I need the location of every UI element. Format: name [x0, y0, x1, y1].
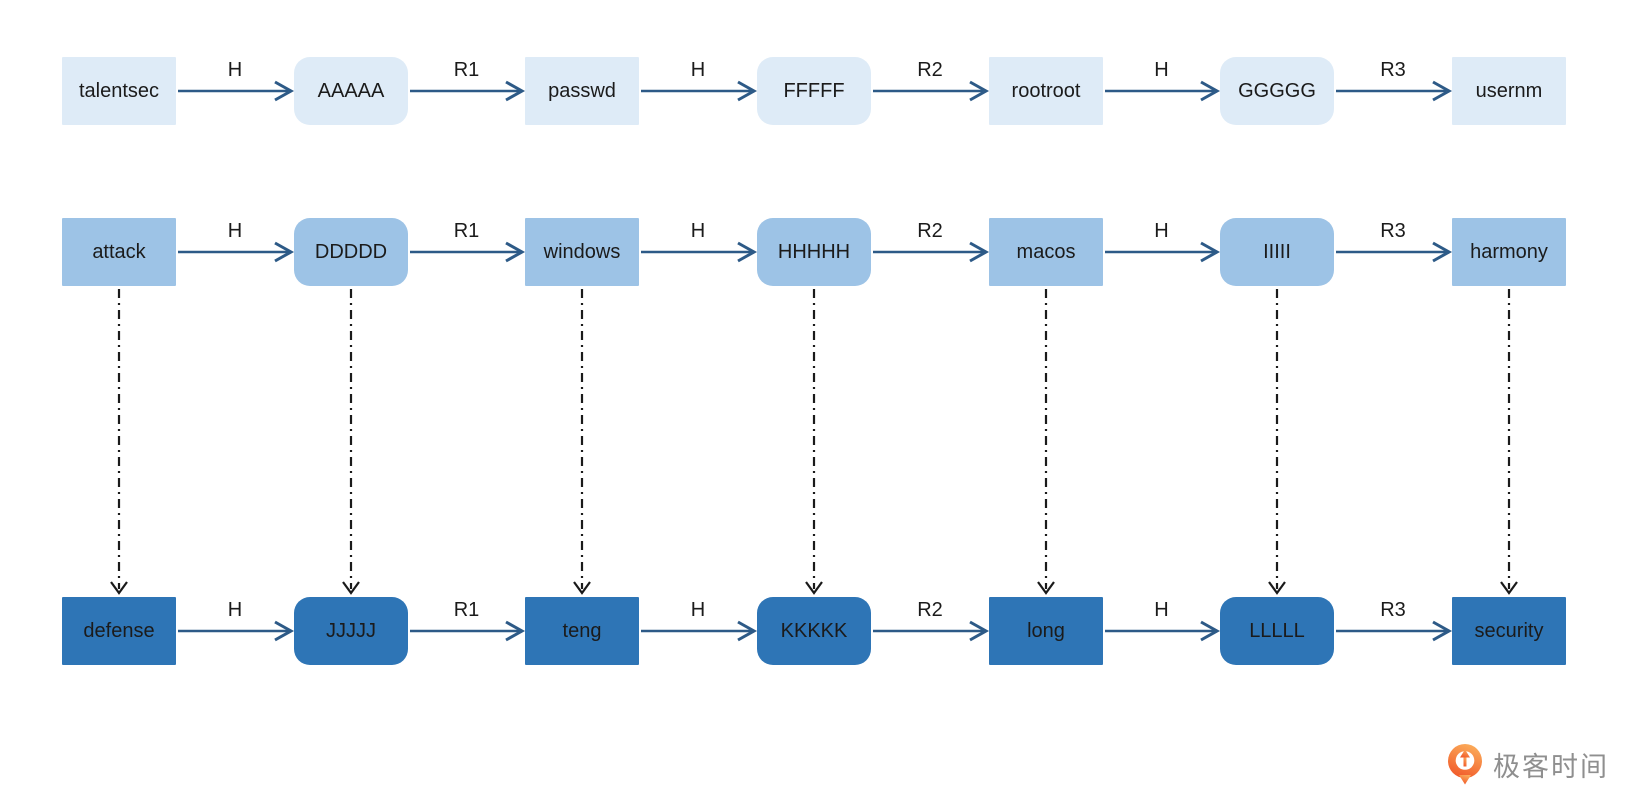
node-macos: macos [989, 218, 1103, 286]
node-attack: attack [62, 218, 176, 286]
edge-label: R3 [1380, 59, 1406, 81]
node-long: long [989, 597, 1103, 665]
edge-label: H [227, 220, 243, 242]
node-FFFFF: FFFFF [757, 57, 871, 125]
dashed-arrow-col2 [573, 289, 591, 595]
brand-logo: 极客时间 [1446, 743, 1609, 785]
dashed-arrow-col6 [1500, 289, 1518, 595]
brand-text: 极客时间 [1493, 751, 1609, 782]
edge-label: H [1154, 59, 1169, 81]
edge-label: H [1154, 220, 1169, 242]
arrow-row1-gap4 [1105, 241, 1221, 263]
node-usernm: usernm [1452, 57, 1566, 125]
node-passwd: passwd [525, 57, 639, 125]
node-security: security [1452, 597, 1566, 665]
arrow-row0-gap1 [410, 80, 526, 102]
edge-label: R1 [453, 599, 480, 621]
arrow-row1-gap5 [1336, 241, 1453, 263]
edge-label: H [690, 220, 706, 242]
dashed-arrow-col4 [1037, 289, 1055, 595]
dashed-arrow-col3 [805, 289, 823, 595]
edge-label: R2 [917, 599, 943, 621]
edge-label: R3 [1380, 220, 1406, 242]
arrow-row1-gap3 [873, 241, 990, 263]
node-IIIII: IIIII [1220, 218, 1334, 286]
edge-label: R2 [917, 220, 943, 242]
geektime-pin-icon [1448, 744, 1482, 785]
arrow-row0-gap0 [178, 80, 295, 102]
node-HHHHH: HHHHH [757, 218, 871, 286]
edge-label: H [1154, 599, 1169, 621]
dashed-arrow-col0 [110, 289, 128, 595]
arrow-row0-gap3 [873, 80, 990, 102]
arrow-row0-gap4 [1105, 80, 1221, 102]
edge-label: R1 [453, 59, 480, 81]
edge-label: R2 [917, 59, 943, 81]
arrow-row2-gap1 [410, 620, 526, 642]
node-rootroot: rootroot [989, 57, 1103, 125]
arrow-row2-gap4 [1105, 620, 1221, 642]
arrow-row1-gap0 [178, 241, 295, 263]
node-harmony: harmony [1452, 218, 1566, 286]
node-LLLLL: LLLLL [1220, 597, 1334, 665]
arrow-row0-gap2 [641, 80, 758, 102]
node-KKKKK: KKKKK [757, 597, 871, 665]
node-AAAAA: AAAAA [294, 57, 408, 125]
arrow-row2-gap0 [178, 620, 295, 642]
edge-label: R3 [1380, 599, 1406, 621]
arrow-row2-gap5 [1336, 620, 1453, 642]
node-defense: defense [62, 597, 176, 665]
node-DDDDD: DDDDD [294, 218, 408, 286]
edge-label: H [690, 59, 706, 81]
arrow-row2-gap3 [873, 620, 990, 642]
node-JJJJJ: JJJJJ [294, 597, 408, 665]
arrow-row1-gap2 [641, 241, 758, 263]
edge-label: H [227, 59, 243, 81]
node-windows: windows [525, 218, 639, 286]
edge-label: H [227, 599, 243, 621]
node-talentsec: talentsec [62, 57, 176, 125]
dashed-arrow-col1 [342, 289, 360, 595]
edge-label: R1 [453, 220, 480, 242]
dashed-arrow-col5 [1268, 289, 1286, 595]
node-GGGGG: GGGGG [1220, 57, 1334, 125]
arrow-row0-gap5 [1336, 80, 1453, 102]
node-teng: teng [525, 597, 639, 665]
arrow-row1-gap1 [410, 241, 526, 263]
arrow-row2-gap2 [641, 620, 758, 642]
edge-label: H [690, 599, 706, 621]
